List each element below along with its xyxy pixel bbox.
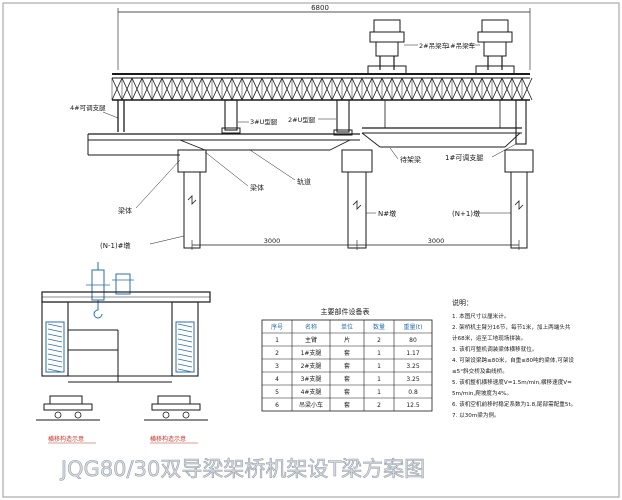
- table-frame: [261, 319, 433, 412]
- table-cell: 3#支腿: [301, 375, 322, 383]
- dim-left-span: 3000: [264, 237, 281, 245]
- note-line: 5m/min,爬坡度为4%。: [452, 389, 512, 397]
- table-cell: 套: [344, 349, 350, 357]
- note-line: ≤5°斜交桥及曲线桥。: [452, 367, 508, 375]
- label-u-leg3: 3#U型腿: [250, 117, 278, 126]
- traverse-detail-right: [144, 395, 208, 421]
- table-header-cell: 序号: [271, 323, 283, 331]
- trolley-2: [367, 19, 407, 75]
- label-beam: 梁体: [118, 206, 132, 215]
- table-cell: 2#支腿: [301, 362, 322, 370]
- leg-4: [117, 100, 125, 132]
- elevation-view: 6800 2#吊梁车 1#吊梁车: [70, 4, 534, 250]
- table-cell: 3.25: [406, 363, 420, 370]
- table-header-cell: 重量(t): [403, 323, 422, 331]
- existing-deck: [87, 133, 360, 156]
- label-trolley2: 2#吊梁车: [419, 41, 449, 50]
- table-cell: 12.5: [406, 402, 420, 409]
- label-trolley1: 1#吊梁车: [446, 41, 476, 50]
- label-beam-to-erect: 待架梁: [400, 155, 421, 164]
- table-cell: 1: [377, 389, 381, 396]
- table-cell: 套: [344, 401, 350, 409]
- label-pier-prev: (N-1)#墩: [100, 241, 131, 250]
- table-cell: 3.25: [406, 376, 420, 383]
- leg-3: [221, 99, 241, 134]
- table-cell: 套: [344, 375, 350, 383]
- drawing-title: JQG80/30双导梁架桥机架设T梁方案图: [59, 457, 425, 481]
- beam-to-erect: [361, 100, 522, 148]
- cross-section-view: 横移构造示意 横移构造示意: [36, 262, 211, 444]
- table-cell: 4#支腿: [301, 388, 322, 396]
- dim-right-span: 3000: [428, 237, 445, 245]
- table-cell: 1: [377, 363, 381, 370]
- notes-heading: 说明：: [452, 298, 473, 307]
- table-cell: 0.8: [408, 389, 418, 396]
- label-adjustable-leg4: 4#可调支腿: [70, 103, 106, 112]
- label-pier-n: N#墩: [378, 209, 396, 218]
- note-line: 1. 本图尺寸以厘米计。: [452, 312, 509, 320]
- leg-2: [333, 99, 353, 136]
- leg-1: [515, 99, 527, 145]
- trolley-1: [475, 19, 515, 75]
- pier-next: [504, 149, 534, 249]
- table-cell: 6: [275, 402, 279, 409]
- table-cell: 80: [409, 337, 417, 344]
- parts-table-caption: 主要部件设备表: [321, 307, 370, 316]
- pier-n: [341, 149, 373, 249]
- note-line: 6. 该机空机前移时稳定系数为1.8,尾部需配重5t。: [452, 400, 576, 408]
- table-cell: 片: [344, 336, 350, 344]
- label-track: 轨道: [297, 177, 311, 186]
- table-header-cell: 单位: [341, 323, 353, 331]
- table-cell: 1: [377, 376, 381, 383]
- table-cell: 2: [377, 337, 381, 344]
- label-traverse-left: 横移构造示意: [48, 435, 84, 443]
- note-line: 计68米，运至工地现场拼装。: [452, 334, 526, 342]
- table-header-cell: 数量: [373, 323, 385, 331]
- table-cell: 2: [275, 350, 279, 357]
- note-line: 2. 架桥机主臂分16节，每节1米，加上两端头共: [452, 323, 571, 331]
- note-line: 5. 该机整机横移速度V=1.5m/min,横移速度V=: [452, 378, 572, 386]
- table-cell: 5: [275, 389, 279, 396]
- label-pier-next: (N+1)墩: [452, 209, 480, 218]
- dim-top-label: 6800: [311, 4, 329, 12]
- table-cell: 吊梁小车: [299, 401, 323, 409]
- notes: 说明： 1. 本图尺寸以厘米计。 2. 架桥机主臂分16节，每节1米，加上两端头共…: [452, 298, 576, 419]
- table-cell: 1.17: [406, 350, 420, 357]
- table-cell: 4: [275, 376, 279, 383]
- label-adjustable-leg1: 1#可调支腿: [445, 153, 483, 162]
- table-cell: 1: [377, 350, 381, 357]
- table-cell: 2: [377, 402, 381, 409]
- label-u-leg2: 2#U型腿: [288, 115, 316, 124]
- note-line: 4. 可架设梁跨≤80米，自重≤80吨的梁体,可架设: [452, 356, 574, 364]
- pier-prev: [177, 149, 207, 249]
- label-beam-body: 梁体: [250, 183, 264, 192]
- table-cell: 1: [275, 337, 279, 344]
- main-truss: [111, 73, 533, 101]
- table-cell: 套: [344, 388, 350, 396]
- note-line: 3. 该机可整机调装梁体横移就位。: [452, 345, 537, 353]
- crane-left: [86, 262, 110, 319]
- table-cell: 1#支腿: [301, 349, 322, 357]
- traverse-detail-left: [36, 395, 100, 421]
- table-header-cell: 名称: [305, 323, 317, 331]
- crane-right: [112, 273, 134, 295]
- table-cell: 3: [275, 363, 279, 370]
- label-traverse-right: 横移构造示意: [150, 435, 186, 443]
- table-cell: 套: [344, 362, 350, 370]
- note-line: 7. 以30m梁为例。: [452, 411, 500, 419]
- table-cell: 主臂: [305, 336, 317, 344]
